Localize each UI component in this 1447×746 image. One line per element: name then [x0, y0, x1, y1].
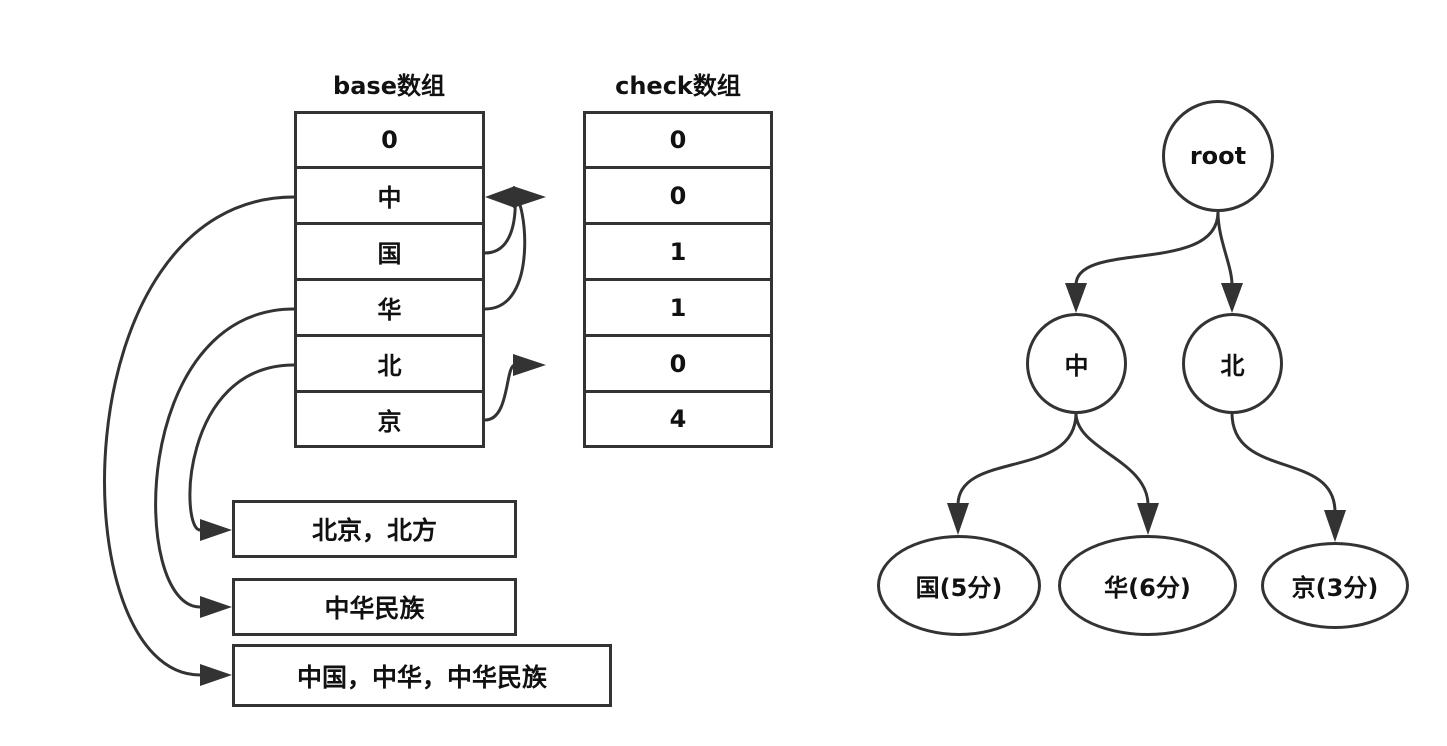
check-cell: 1: [583, 222, 773, 281]
result-box-beijing: 北京，北方: [232, 500, 517, 558]
link-bei-to-beijing: [188, 363, 295, 532]
arrowhead-tree-jing: [1324, 510, 1346, 542]
edge-zhong-guo: [956, 412, 1078, 506]
check-cell: 0: [583, 166, 773, 225]
check-cell: 0: [583, 334, 773, 393]
base-cell: 京: [294, 390, 485, 448]
tree-leaf-hua: 华(6分): [1058, 535, 1237, 636]
base-cell: 华: [294, 278, 485, 337]
arrowhead-zhong-right: [513, 186, 546, 208]
base-cell: 中: [294, 166, 485, 225]
link-zhong-to-zhongguo: [103, 195, 295, 677]
base-cell: 国: [294, 222, 485, 281]
base-cell: 北: [294, 334, 485, 393]
result-box-zhonghua: 中华民族: [232, 578, 517, 636]
edge-root-bei: [1216, 211, 1234, 286]
tree-node-bei: 北: [1182, 313, 1283, 414]
link-hua-to-zhonghua: [154, 307, 295, 609]
tree-node-zhong: 中: [1026, 313, 1127, 414]
tree-node-root: root: [1162, 100, 1274, 212]
base-array-title: base数组: [333, 72, 445, 100]
arrowhead-bei-right: [513, 354, 546, 376]
base-cell: 0: [294, 111, 485, 169]
arrowhead-tree-guo: [947, 503, 969, 535]
check-array-title: check数组: [615, 72, 741, 100]
arrowhead-zhongguo: [200, 664, 232, 686]
arrowhead-zhong-left: [485, 186, 515, 208]
tree-leaf-jing: 京(3分): [1261, 542, 1409, 629]
check-cell: 4: [583, 390, 773, 448]
link-jing-to-check: [484, 363, 516, 422]
arrowhead-tree-zhong: [1065, 283, 1087, 313]
edge-bei-jing: [1230, 412, 1337, 513]
edge-root-zhong: [1074, 211, 1220, 286]
tree-leaf-guo: 国(5分): [877, 535, 1041, 636]
arrowhead-tree-hua: [1137, 503, 1159, 535]
arrowhead-tree-bei: [1221, 283, 1243, 313]
check-cell: 0: [583, 111, 773, 169]
arrowhead-beijing: [200, 519, 232, 541]
arrowhead-zhonghua: [200, 596, 232, 618]
check-cell: 1: [583, 278, 773, 337]
result-box-zhongguo: 中国，中华，中华民族: [232, 644, 612, 707]
edge-zhong-hua: [1074, 412, 1150, 506]
